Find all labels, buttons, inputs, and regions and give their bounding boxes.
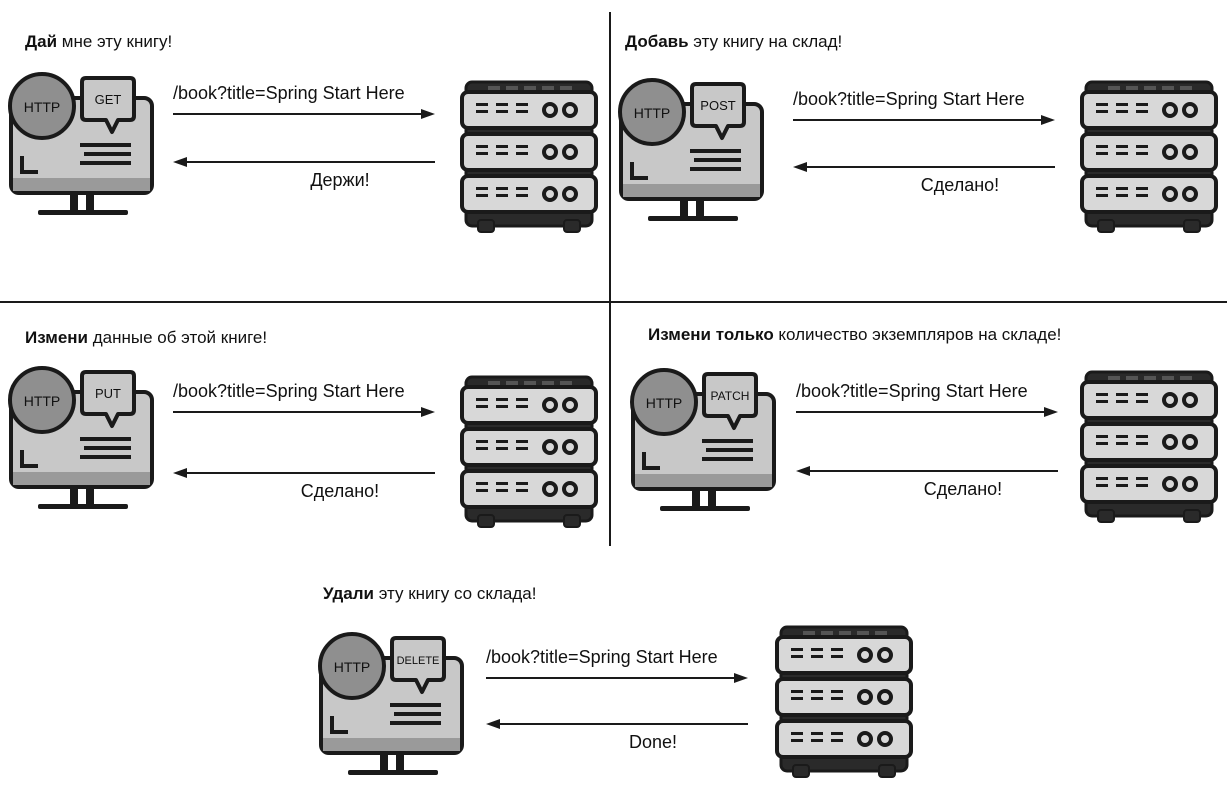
heading-bold: Удали <box>323 584 374 603</box>
heading-bold: Измени <box>25 328 88 347</box>
heading-rest: данные об этой книге! <box>88 328 268 347</box>
server-rack-icon <box>773 625 915 784</box>
heading-rest: мне эту книгу! <box>57 32 173 51</box>
heading-bold: Измени только <box>648 325 774 344</box>
response-label: Done! <box>628 732 678 752</box>
server-rack-icon <box>458 80 600 239</box>
heading-bold: Дай <box>25 32 58 51</box>
request-label: /book?title=Spring Start Here <box>173 381 405 401</box>
protocol-label: HTTP <box>334 659 371 675</box>
protocol-label: HTTP <box>24 393 61 409</box>
http-method-label: PUT <box>95 386 121 401</box>
panel-heading: Дай мне эту книгу! <box>25 32 172 52</box>
response-label: Сделано! <box>923 479 1003 499</box>
request-label: /book?title=Spring Start Here <box>796 381 1028 401</box>
heading-bold: Добавь <box>625 32 689 51</box>
response-arrow <box>173 466 435 480</box>
response-arrow <box>793 160 1055 174</box>
protocol-label: HTTP <box>634 105 671 121</box>
request-label: /book?title=Spring Start Here <box>793 89 1025 109</box>
response-arrow <box>173 155 435 169</box>
divider-vertical-middle <box>609 303 611 546</box>
panel-heading: Удали эту книгу со склада! <box>323 584 536 604</box>
protocol-label: HTTP <box>646 395 683 411</box>
panel-heading: Измени только количество экземпляров на … <box>648 325 1061 345</box>
panel-heading: Добавь эту книгу на склад! <box>625 32 842 52</box>
divider-vertical-top <box>609 12 611 302</box>
client-computer-icon: HTTP PUT <box>8 366 158 517</box>
divider-horizontal <box>0 301 1227 303</box>
response-arrow <box>486 717 748 731</box>
response-arrow <box>796 464 1058 478</box>
response-label: Держи! <box>310 170 370 190</box>
http-method-label: GET <box>95 92 122 107</box>
client-computer-icon: HTTP GET <box>8 72 158 223</box>
request-label: /book?title=Spring Start Here <box>173 83 405 103</box>
response-label: Сделано! <box>920 175 1000 195</box>
heading-rest: количество экземпляров на складе! <box>773 325 1062 344</box>
protocol-label: HTTP <box>24 99 61 115</box>
http-method-label: PATCH <box>711 389 750 403</box>
request-arrow <box>173 405 435 419</box>
client-computer-icon: HTTP DELETE <box>318 632 468 783</box>
request-arrow <box>486 671 748 685</box>
heading-rest: эту книгу со склада! <box>374 584 537 603</box>
request-arrow <box>796 405 1058 419</box>
http-method-label: DELETE <box>397 655 440 667</box>
request-arrow <box>173 107 435 121</box>
server-rack-icon <box>1078 370 1220 529</box>
request-label: /book?title=Spring Start Here <box>486 647 718 667</box>
client-computer-icon: HTTP POST <box>618 78 768 229</box>
http-method-label: POST <box>700 98 735 113</box>
response-label: Сделано! <box>300 481 380 501</box>
client-computer-icon: HTTP PATCH <box>630 368 780 519</box>
request-arrow <box>793 113 1055 127</box>
server-rack-icon <box>458 375 600 534</box>
heading-rest: эту книгу на склад! <box>688 32 843 51</box>
server-rack-icon <box>1078 80 1220 239</box>
panel-heading: Измени данные об этой книге! <box>25 328 267 348</box>
